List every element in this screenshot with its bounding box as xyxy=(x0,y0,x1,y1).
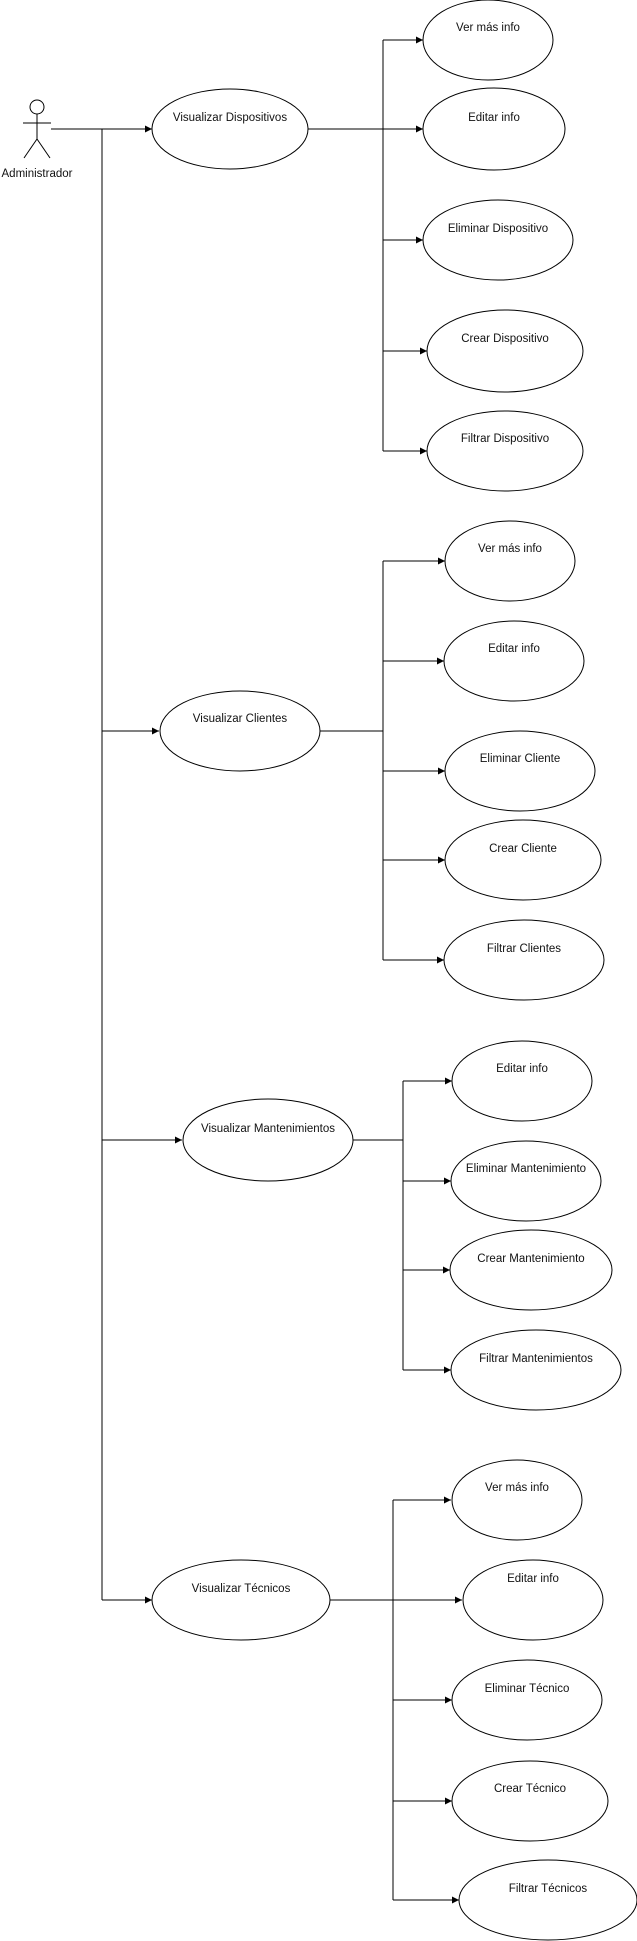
use-case-shape xyxy=(444,819,602,901)
group-clientes: Visualizar Clientes Ver más info Editar … xyxy=(159,520,605,1001)
use-case-eliminar-dispositivo[interactable]: Eliminar Dispositivo xyxy=(422,199,574,281)
use-case-label: Editar info xyxy=(468,112,520,124)
use-case-shape xyxy=(159,690,321,772)
use-case-shape xyxy=(451,1659,603,1741)
actor-label: Administrador xyxy=(2,168,73,180)
use-case-crear-dispositivo[interactable]: Crear Dispositivo xyxy=(426,309,584,393)
use-case-label: Editar info xyxy=(507,1573,559,1585)
use-case-eliminar-mantenimiento[interactable]: Eliminar Mantenimiento xyxy=(450,1140,602,1222)
use-case-label: Editar info xyxy=(488,643,540,655)
use-case-label: Eliminar Técnico xyxy=(485,1683,570,1695)
use-case-editar-info[interactable]: Editar info xyxy=(462,1559,604,1641)
use-case-shape xyxy=(450,1329,622,1411)
use-case-editar-info[interactable]: Editar info xyxy=(422,87,566,171)
use-case-label: Ver más info xyxy=(485,1482,549,1494)
use-case-shape xyxy=(422,0,554,81)
actor-connectors xyxy=(51,125,182,1604)
use-case-label: Crear Mantenimiento xyxy=(477,1253,584,1265)
use-case-shape xyxy=(450,1140,602,1222)
actor-administrador[interactable]: Administrador xyxy=(2,99,73,180)
use-case-label: Filtrar Técnicos xyxy=(509,1883,588,1895)
use-case-shape xyxy=(426,410,584,492)
group-dispositivos: Visualizar Dispositivos Ver más info Edi… xyxy=(151,0,584,492)
use-case-crear-mantenimiento[interactable]: Crear Mantenimiento xyxy=(449,1229,613,1311)
use-case-shape xyxy=(422,199,574,281)
use-case-eliminar-cliente[interactable]: Eliminar Cliente xyxy=(444,730,596,812)
use-case-visualizar-tecnicos[interactable]: Visualizar Técnicos xyxy=(151,1559,331,1641)
use-case-shape xyxy=(451,1040,593,1122)
use-case-shape xyxy=(451,1760,609,1842)
use-case-shape xyxy=(443,620,585,702)
use-case-crear-tecnico[interactable]: Crear Técnico xyxy=(451,1760,609,1842)
use-case-shape xyxy=(443,919,605,1001)
actor-right-leg xyxy=(36,138,51,159)
use-case-shape xyxy=(182,1098,354,1182)
use-case-label: Editar info xyxy=(496,1063,548,1075)
use-case-shape xyxy=(444,520,576,602)
use-case-shape xyxy=(151,1559,331,1641)
use-case-crear-cliente[interactable]: Crear Cliente xyxy=(444,819,602,901)
use-case-shape xyxy=(151,88,309,170)
use-case-label: Visualizar Técnicos xyxy=(192,1583,291,1595)
use-case-label: Crear Dispositivo xyxy=(461,333,549,345)
use-case-shape xyxy=(458,1859,637,1941)
use-case-filtrar-tecnicos[interactable]: Filtrar Técnicos xyxy=(458,1859,637,1941)
use-case-editar-info[interactable]: Editar info xyxy=(451,1040,593,1122)
use-case-ver-mas-info[interactable]: Ver más info xyxy=(422,0,554,81)
use-case-filtrar-clientes[interactable]: Filtrar Clientes xyxy=(443,919,605,1001)
group-mantenimientos: Visualizar Mantenimientos Editar info El… xyxy=(182,1040,622,1411)
use-case-visualizar-clientes[interactable]: Visualizar Clientes xyxy=(159,690,321,772)
group-tecnicos: Visualizar Técnicos Ver más info Editar … xyxy=(151,1459,637,1941)
use-case-label: Filtrar Clientes xyxy=(487,943,561,955)
use-case-label: Eliminar Dispositivo xyxy=(448,223,548,235)
use-case-eliminar-tecnico[interactable]: Eliminar Técnico xyxy=(451,1659,603,1741)
use-case-label: Filtrar Dispositivo xyxy=(461,433,549,445)
use-case-label: Visualizar Mantenimientos xyxy=(201,1123,335,1135)
use-case-label: Crear Cliente xyxy=(489,843,557,855)
actor-left-leg xyxy=(23,138,38,159)
use-case-shape xyxy=(449,1229,613,1311)
use-case-visualizar-mantenimientos[interactable]: Visualizar Mantenimientos xyxy=(182,1098,354,1182)
use-case-shape xyxy=(444,730,596,812)
use-case-shape xyxy=(426,309,584,393)
use-case-label: Crear Técnico xyxy=(494,1783,566,1795)
use-case-editar-info[interactable]: Editar info xyxy=(443,620,585,702)
use-case-ver-mas-info[interactable]: Ver más info xyxy=(451,1459,583,1541)
actor-head xyxy=(29,99,45,115)
use-case-visualizar-dispositivos[interactable]: Visualizar Dispositivos xyxy=(151,88,309,170)
use-case-label: Eliminar Cliente xyxy=(480,753,561,765)
use-case-shape xyxy=(422,87,566,171)
use-case-label: Filtrar Mantenimientos xyxy=(479,1353,593,1365)
use-case-label: Ver más info xyxy=(456,22,520,34)
use-case-label: Visualizar Dispositivos xyxy=(173,112,287,124)
use-case-label: Visualizar Clientes xyxy=(193,713,288,725)
use-case-label: Ver más info xyxy=(478,543,542,555)
use-case-filtrar-mantenimientos[interactable]: Filtrar Mantenimientos xyxy=(450,1329,622,1411)
use-case-filtrar-dispositivo[interactable]: Filtrar Dispositivo xyxy=(426,410,584,492)
use-case-ver-mas-info[interactable]: Ver más info xyxy=(444,520,576,602)
use-case-shape xyxy=(462,1559,604,1641)
use-case-shape xyxy=(451,1459,583,1541)
use-case-label: Eliminar Mantenimiento xyxy=(466,1163,586,1175)
